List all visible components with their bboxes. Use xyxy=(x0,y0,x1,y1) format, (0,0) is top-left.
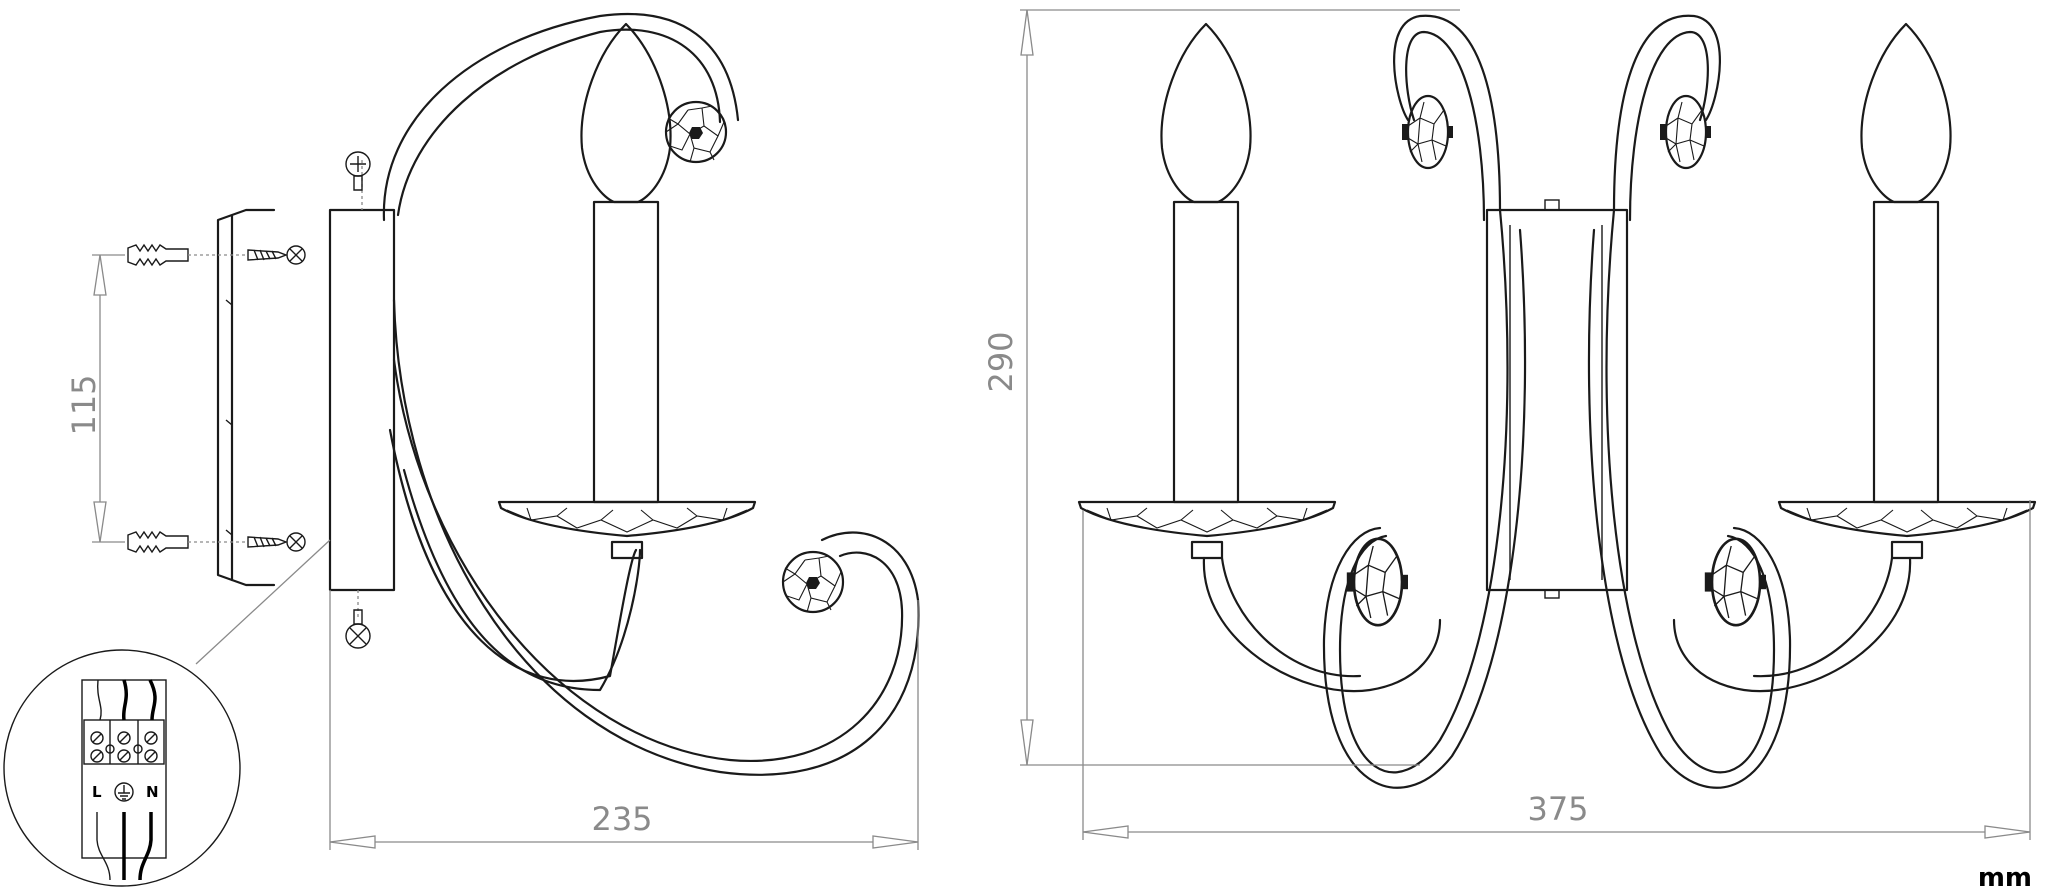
candle xyxy=(580,22,672,504)
drip-cup-right xyxy=(1777,500,2037,538)
crystal-bead xyxy=(1345,537,1410,627)
candle-arm xyxy=(388,428,638,683)
screw-icon xyxy=(345,609,371,649)
candle-right xyxy=(1860,22,1952,504)
lower-arm xyxy=(392,298,920,776)
screw-icon xyxy=(247,532,306,552)
wall-plug-icon xyxy=(127,244,189,266)
dimension-mount-spacing: 115 xyxy=(65,254,125,543)
dimension-front-height: 290 xyxy=(982,9,1460,766)
dimension-label-front-height: 290 xyxy=(982,331,1020,392)
upper-arm xyxy=(382,12,740,222)
arm-left-lower xyxy=(1202,556,1442,693)
drip-cup xyxy=(497,500,757,538)
screw-icon xyxy=(247,245,306,265)
dimension-label-side-width: 235 xyxy=(591,800,652,838)
side-view: 115 235 xyxy=(3,12,920,887)
scroll-arm-left-lower xyxy=(1338,208,1509,774)
mounting-bracket xyxy=(216,208,276,587)
front-view: 290 375 xyxy=(982,9,2037,840)
unit-label: mm xyxy=(1978,863,2032,893)
wall-plate xyxy=(328,208,396,592)
dimension-label-front-width: 375 xyxy=(1527,790,1588,828)
dimension-side-width: 235 xyxy=(329,590,919,850)
terminal-screw xyxy=(90,731,158,763)
wiring-label-neutral: N xyxy=(146,783,159,801)
wiring-detail: L N xyxy=(3,649,241,887)
earth-symbol-icon xyxy=(114,782,134,802)
scroll-arm-right-upper xyxy=(1612,14,1721,212)
scroll-arm-left-upper xyxy=(1393,14,1502,212)
crystal-bead xyxy=(1703,537,1768,627)
dimension-front-width: 375 xyxy=(1082,500,2031,840)
wiring-label-live: L xyxy=(92,783,102,801)
screw-icon xyxy=(345,151,371,191)
arm-right-lower xyxy=(1672,556,1912,693)
candle-left xyxy=(1160,22,1252,504)
crystal-bead xyxy=(664,100,728,164)
crystal-bead xyxy=(781,550,845,614)
scroll-arm-right-lower xyxy=(1605,208,1776,774)
wall-plug-icon xyxy=(127,531,189,553)
drip-cup-left xyxy=(1077,500,1337,538)
dimension-label-mount-spacing: 115 xyxy=(65,374,103,435)
